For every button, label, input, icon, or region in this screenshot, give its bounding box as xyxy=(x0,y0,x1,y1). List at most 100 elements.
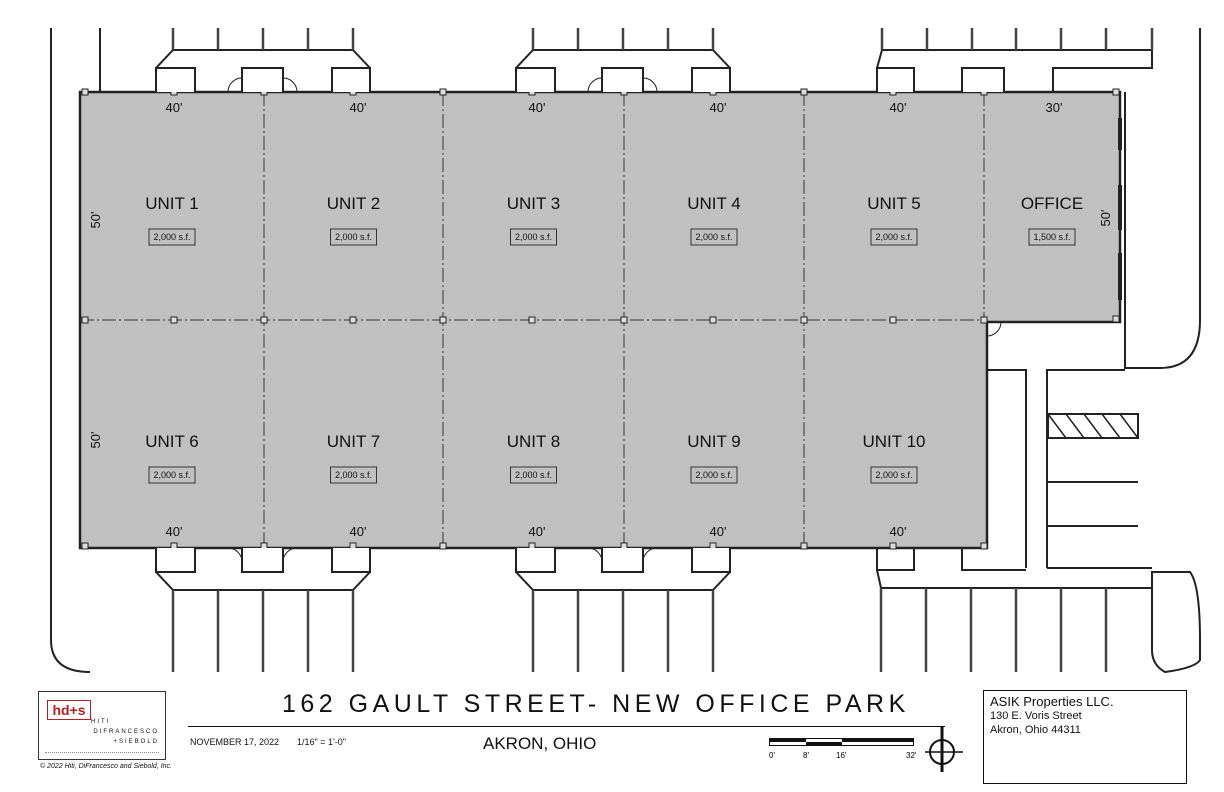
unit-bottom-1: UNIT 62,000 s.f.40' xyxy=(145,432,199,539)
unit-bottom-2: UNIT 7 2,000 s.f. 40' xyxy=(327,432,381,539)
unit-top-2: UNIT 22,000 s.f.40' xyxy=(327,100,380,246)
scale-bar xyxy=(769,738,914,746)
column-marker xyxy=(800,88,808,96)
unit-area: 2,000 s.f. xyxy=(335,232,372,242)
area-box xyxy=(870,466,918,484)
unit-area: 2,000 s.f. xyxy=(335,470,372,480)
unit-area: 2,000 s.f. xyxy=(515,232,552,242)
column-marker xyxy=(709,316,717,324)
column-marker xyxy=(439,316,447,324)
column-marker xyxy=(980,542,988,550)
scale-tick: 0' xyxy=(769,751,775,760)
column-marker xyxy=(620,316,628,324)
width-dimension: 40' xyxy=(529,100,546,115)
entry-vestibule xyxy=(515,548,556,573)
site-boundary-right xyxy=(1124,28,1201,369)
entry-vestibule xyxy=(241,67,284,92)
unit-top-3: UNIT 3 2,000 s.f. 40' xyxy=(507,100,561,246)
width-dimension: 40' xyxy=(710,524,727,539)
unit-area: 2,000 s.f. xyxy=(875,470,912,480)
door-swing-icon xyxy=(642,547,658,563)
scale-tick: 16' xyxy=(836,751,847,760)
area-box xyxy=(148,466,196,484)
unit-name: UNIT 4 xyxy=(687,194,741,213)
column-marker xyxy=(980,316,988,324)
area-box xyxy=(148,228,196,246)
door-swing-icon xyxy=(587,547,603,563)
column-marker xyxy=(1112,315,1120,323)
column-marker xyxy=(1112,88,1120,96)
project-title: 162 GAULT STREET- NEW OFFICE PARK xyxy=(282,690,910,718)
title-rule xyxy=(188,726,945,727)
unit-name: UNIT 9 xyxy=(687,432,741,451)
entry-vestibule xyxy=(155,548,196,573)
door-swing-icon xyxy=(587,77,603,93)
unit-top-4: UNIT 4 2,000 s.f. 40' xyxy=(687,100,741,246)
logo-mark: hd+s xyxy=(47,700,91,720)
entry-group xyxy=(155,547,371,672)
entry-vestibule xyxy=(876,548,1026,571)
scale-note: 1/16" = 1'-0" xyxy=(297,737,346,747)
width-dimension: 40' xyxy=(890,524,907,539)
door-swing-icon xyxy=(227,547,243,563)
entry-group xyxy=(515,547,731,672)
area-box xyxy=(870,228,918,246)
unit-bottom-3: UNIT 82,000 s.f.40' xyxy=(507,432,561,539)
hatch-line xyxy=(1119,413,1139,439)
depth-dimension: 50' xyxy=(88,212,103,229)
unit-name: UNIT 10 xyxy=(863,432,926,451)
column-marker xyxy=(81,542,89,550)
unit-name: OFFICE xyxy=(1021,194,1083,213)
area-box xyxy=(510,228,557,246)
width-dimension: 40' xyxy=(710,100,727,115)
width-dimension: 40' xyxy=(350,524,367,539)
column-marker xyxy=(81,316,89,324)
unit-top-1: UNIT 12,000 s.f.40' xyxy=(145,100,199,246)
hatch-line xyxy=(1047,413,1067,439)
owner-block: ASIK Properties LLC. 130 E. Voris Street… xyxy=(983,690,1187,784)
unit-area: 2,000 s.f. xyxy=(695,232,732,242)
north-arrow-icon xyxy=(925,726,963,772)
unit-name: UNIT 5 xyxy=(867,194,921,213)
column-marker xyxy=(170,316,178,324)
curb-line xyxy=(515,49,731,69)
width-dimension: 40' xyxy=(350,100,367,115)
curb-line xyxy=(155,49,371,69)
scale-bar-segment xyxy=(842,739,914,742)
date: NOVEMBER 17, 2022 xyxy=(190,737,280,747)
architect-logo: hd+s HITI DIFRANCESCO +SIEBOLD xyxy=(38,691,166,760)
area-box xyxy=(330,466,377,484)
entry-vestibule xyxy=(155,67,196,92)
entry-vestibule xyxy=(241,548,284,573)
unit-bottom-5: UNIT 10 2,000 s.f. 40' xyxy=(863,432,926,539)
door-swing-icon xyxy=(986,321,1002,337)
area-box xyxy=(690,466,738,484)
unit-area: 2,000 s.f. xyxy=(875,232,912,242)
curb-line xyxy=(876,569,1152,589)
column-marker xyxy=(349,316,357,324)
owner-name: ASIK Properties LLC. xyxy=(990,694,1114,709)
column-marker xyxy=(889,542,897,550)
unit-name: UNIT 7 xyxy=(327,432,381,451)
unit-name: UNIT 6 xyxy=(145,432,199,451)
curb-line xyxy=(876,49,1153,92)
column-marker xyxy=(439,542,447,550)
column-marker xyxy=(889,316,897,324)
entry-vestibule xyxy=(601,548,644,573)
owner-city: Akron, Ohio 44311 xyxy=(990,724,1081,736)
width-dimension: 40' xyxy=(166,100,183,115)
drive-lane xyxy=(988,369,1125,568)
unit-name: UNIT 8 xyxy=(507,432,561,451)
column-marker xyxy=(528,316,536,324)
column-marker xyxy=(439,88,447,96)
depth-dimension: 50' xyxy=(88,432,103,449)
site-boundary-left xyxy=(50,28,91,673)
entry-group xyxy=(515,28,731,93)
unit-top-5: UNIT 52,000 s.f.40' xyxy=(867,100,921,246)
entry-vestibule xyxy=(691,548,731,573)
entry-vestibule xyxy=(601,67,644,92)
unit-name: UNIT 3 xyxy=(507,194,561,213)
entry-vestibule xyxy=(876,67,1005,92)
